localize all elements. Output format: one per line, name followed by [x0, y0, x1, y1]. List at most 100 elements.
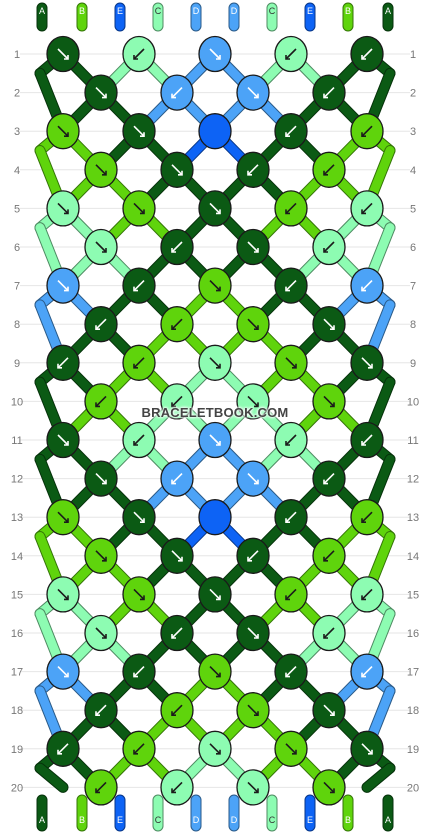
knot: [46, 653, 80, 690]
knot: [350, 421, 384, 459]
knot: [274, 653, 308, 690]
knot: [274, 113, 308, 150]
row-number-right: 13: [407, 512, 419, 524]
knot-arrow-icon: [171, 473, 183, 485]
knot-arrow-icon: [361, 743, 373, 755]
row-number-left: 13: [11, 512, 23, 524]
strand-label-top: B: [79, 6, 85, 16]
knot-arrow-icon: [361, 666, 373, 678]
knot-arrow-icon: [285, 202, 297, 214]
knot-arrow-icon: [285, 666, 297, 678]
knot-arrow-icon: [247, 781, 259, 793]
knot: [84, 74, 118, 111]
knot: [274, 35, 308, 73]
knot-arrowhead-icon: [361, 518, 366, 524]
knot-arrow-icon: [133, 666, 145, 678]
strand-label-top: D: [193, 6, 200, 16]
knot-arrowhead-icon: [361, 441, 366, 446]
knot-arrowhead-icon: [216, 55, 221, 60]
strand-label-bottom: A: [385, 815, 391, 825]
knot: [46, 190, 80, 227]
knot-arrowhead-icon: [171, 248, 176, 253]
knot-arrow-icon: [323, 395, 335, 407]
knot: [274, 576, 308, 613]
knot-arrowhead-icon: [64, 595, 69, 601]
knot: [84, 692, 118, 729]
knot-arrow-icon: [95, 704, 107, 716]
knot: [122, 421, 156, 459]
knot-arrow-icon: [57, 357, 69, 369]
strand-label-top: C: [155, 6, 162, 16]
knot-arrowhead-icon: [171, 325, 176, 331]
knot-arrow-icon: [171, 781, 183, 793]
knot-arrow-icon: [247, 473, 259, 485]
knot-arrowhead-icon: [285, 132, 290, 137]
knot-arrowhead-icon: [361, 132, 366, 137]
knot-arrowhead-icon: [64, 441, 69, 446]
knot-arrowhead-icon: [216, 749, 221, 755]
row-number-right: 5: [410, 203, 416, 215]
knot-arrowhead-icon: [368, 363, 373, 369]
knot-arrow-icon: [171, 550, 183, 562]
knot-arrow-icon: [323, 550, 335, 562]
knot-arrowhead-icon: [285, 518, 290, 524]
knot: [312, 228, 346, 266]
knot-arrowhead-icon: [57, 363, 62, 369]
knot: [46, 499, 80, 536]
knot-arrow-icon: [247, 395, 259, 407]
knot-arrowhead-icon: [95, 711, 100, 717]
knot-arrow-icon: [95, 87, 107, 99]
knot-arrow-icon: [209, 48, 221, 60]
knot: [350, 653, 384, 690]
knot-arrow-icon: [323, 87, 335, 99]
knot-arrowhead-icon: [95, 325, 100, 331]
row-number-left: 17: [11, 667, 23, 679]
row-number-right: 10: [407, 396, 419, 408]
knot-arrow-icon: [133, 202, 145, 214]
knot: [122, 499, 156, 536]
knot-arrow-icon: [57, 280, 69, 292]
knot: [198, 421, 232, 459]
row-number-right: 12: [407, 474, 419, 486]
row-number-left: 6: [14, 242, 20, 254]
knot: [274, 499, 308, 536]
strand-label-bottom: B: [345, 815, 351, 825]
strand-label-top: A: [39, 6, 45, 16]
knot-arrow-icon: [285, 588, 297, 600]
knot-arrowhead-icon: [323, 556, 328, 562]
knot-arrowhead-icon: [361, 55, 366, 60]
knot-arrowhead-icon: [254, 479, 259, 485]
knot-arrowhead-icon: [361, 595, 366, 601]
knot: [46, 730, 80, 767]
knot-arrowhead-icon: [330, 402, 335, 408]
knot-arrowhead-icon: [361, 286, 366, 292]
knot-arrowhead-icon: [285, 209, 290, 215]
knot-arrowhead-icon: [64, 55, 69, 60]
knot: [198, 499, 232, 536]
knot: [160, 383, 194, 420]
knot-arrow-icon: [361, 434, 373, 446]
row-number-left: 9: [14, 358, 20, 370]
knot: [236, 769, 270, 806]
knot-arrow-icon: [285, 511, 297, 523]
knot: [198, 653, 232, 690]
row-number-left: 14: [11, 551, 23, 563]
knot-arrowhead-icon: [171, 479, 176, 485]
row-number-left: 3: [14, 126, 20, 138]
thread: [362, 763, 395, 792]
strand-label-top: B: [345, 6, 351, 16]
strand-label-bottom: A: [39, 815, 45, 825]
row-number-right: 4: [410, 165, 416, 177]
knot-arrow-icon: [133, 48, 145, 60]
knot-arrow-icon: [57, 125, 69, 137]
knot-arrowhead-icon: [216, 672, 221, 678]
knot: [274, 730, 308, 767]
knot-arrowhead-icon: [102, 93, 107, 99]
knot-arrow-icon: [285, 743, 297, 755]
knot: [198, 267, 232, 304]
knot: [160, 692, 194, 729]
strand-label-top: E: [307, 6, 313, 16]
knot-arrow-icon: [171, 164, 183, 176]
knot-arrowhead-icon: [133, 749, 138, 755]
knot-arrow-icon: [133, 588, 145, 600]
